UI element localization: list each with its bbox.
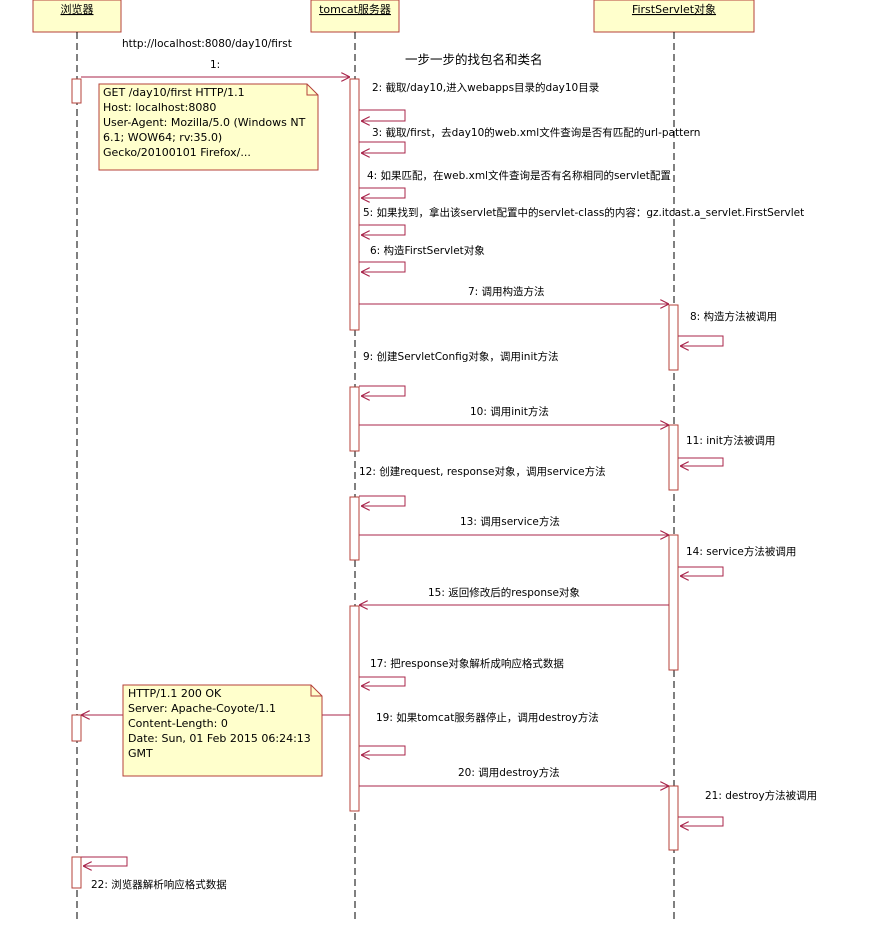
activations xyxy=(71,78,679,889)
note-request-line-5: Gecko/20100101 Firefox/... xyxy=(103,146,251,159)
message-8-label: 8: 构造方法被调用 xyxy=(690,310,777,323)
message-3-label: 3: 截取/first，去day10的web.xml文件查询是否有匹配的url-… xyxy=(372,126,700,139)
message-5-arrow xyxy=(359,224,406,235)
activation-servlet-3 xyxy=(668,534,679,671)
activation-browser-3 xyxy=(71,856,82,889)
message-4-arrow xyxy=(359,187,406,198)
participant-servlet-label: FirstServlet对象 xyxy=(632,2,716,16)
message-14-label: 14: service方法被调用 xyxy=(686,545,796,558)
activation-tomcat-3 xyxy=(349,496,360,561)
note-response-line-1: HTTP/1.1 200 OK xyxy=(128,687,222,700)
message-2-label: 2: 截取/day10,进入webapps目录的day10目录 xyxy=(372,81,599,94)
message-8-arrow xyxy=(678,335,724,346)
note-response: HTTP/1.1 200 OK Server: Apache-Coyote/1.… xyxy=(122,684,323,777)
activation-servlet-4 xyxy=(668,785,679,851)
participant-servlet: FirstServlet对象 xyxy=(593,0,755,33)
message-9-arrow xyxy=(359,385,406,396)
message-12-label: 12: 创建request, response对象，调用service方法 xyxy=(359,465,606,478)
note-request-line-1: GET /day10/first HTTP/1.1 xyxy=(103,86,245,99)
message-11-arrow xyxy=(678,457,724,466)
activation-browser-2 xyxy=(71,714,82,742)
message-17-arrow xyxy=(359,676,406,686)
message-13-label: 13: 调用service方法 xyxy=(460,515,560,528)
message-22-label: 22: 浏览器解析响应格式数据 xyxy=(91,878,227,891)
note-response-line-4: Date: Sun, 01 Feb 2015 06:24:13 xyxy=(128,732,311,745)
message-11-label: 11: init方法被调用 xyxy=(686,434,775,447)
url-label: http://localhost:8080/day10/first xyxy=(122,38,292,50)
message-21-arrow xyxy=(678,816,724,826)
message-6-arrow xyxy=(359,261,406,272)
activation-tomcat-4 xyxy=(349,605,360,812)
message-19-label: 19: 如果tomcat服务器停止，调用destroy方法 xyxy=(376,711,599,724)
message-1-label: 1: xyxy=(210,59,220,71)
message-9-label: 9: 创建ServletConfig对象，调用init方法 xyxy=(363,350,559,363)
note-request-line-3: User-Agent: Mozilla/5.0 (Windows NT xyxy=(103,116,306,129)
diagram-title: 一步一步的找包名和类名 xyxy=(405,52,543,67)
message-2-arrow xyxy=(359,109,406,121)
activation-tomcat-1 xyxy=(349,78,360,331)
message-4-label: 4: 如果匹配，在web.xml文件查询是否有名称相同的servlet配置 xyxy=(367,169,671,182)
note-request: GET /day10/first HTTP/1.1 Host: localhos… xyxy=(98,83,319,171)
message-21-label: 21: destroy方法被调用 xyxy=(705,789,817,802)
message-17-label: 17: 把response对象解析成响应格式数据 xyxy=(370,657,564,670)
participant-tomcat: tomcat服务器 xyxy=(310,0,400,33)
note-response-line-5: GMT xyxy=(128,747,153,760)
message-5-label: 5: 如果找到，拿出该servlet配置中的servlet-class的内容：g… xyxy=(363,206,804,219)
activation-servlet-1 xyxy=(668,304,679,371)
participant-browser-label: 浏览器 xyxy=(61,2,94,16)
note-response-line-2: Server: Apache-Coyote/1.1 xyxy=(128,702,276,715)
message-19-arrow xyxy=(359,745,406,755)
activation-tomcat-2 xyxy=(349,386,360,452)
participant-tomcat-label: tomcat服务器 xyxy=(319,3,391,16)
message-22-arrow xyxy=(81,856,128,866)
activation-servlet-2 xyxy=(668,424,679,491)
note-request-line-2: Host: localhost:8080 xyxy=(103,101,216,114)
message-10-label: 10: 调用init方法 xyxy=(470,405,549,418)
message-7-label: 7: 调用构造方法 xyxy=(468,285,545,298)
note-request-line-4: 6.1; WOW64; rv:35.0) xyxy=(103,131,222,144)
note-response-line-3: Content-Length: 0 xyxy=(128,717,228,730)
activation-browser-1 xyxy=(71,78,82,104)
message-14-arrow xyxy=(678,566,724,576)
message-15-label: 15: 返回修改后的response对象 xyxy=(428,586,580,599)
message-3-arrow xyxy=(359,141,406,153)
participant-browser: 浏览器 xyxy=(32,0,122,33)
message-6-label: 6: 构造FirstServlet对象 xyxy=(370,244,485,257)
message-20-label: 20: 调用destroy方法 xyxy=(458,766,560,779)
message-12-arrow xyxy=(359,495,406,506)
